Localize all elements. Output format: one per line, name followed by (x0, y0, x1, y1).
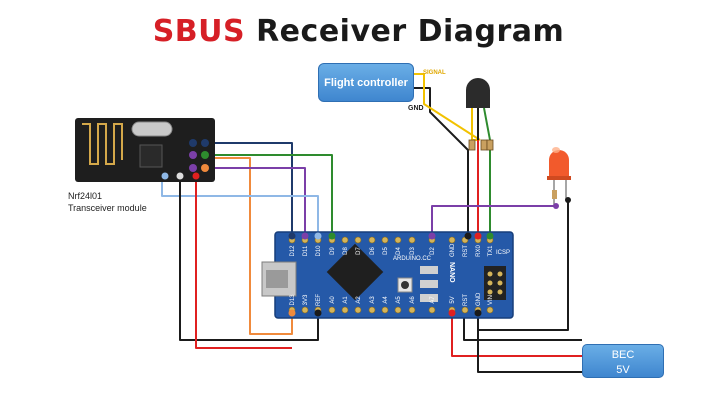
wire-nrf-orange (205, 157, 293, 335)
wire-bec-black-2 (463, 310, 582, 341)
arduino-pin-label: D9 (330, 247, 336, 255)
arduino-pin-label: A2 (356, 296, 362, 304)
wire-bec-red (451, 310, 582, 357)
arduino-pin-label: A5 (396, 296, 402, 304)
arduino-pin-label: RX0 (476, 245, 482, 257)
arduino-pin-label: A4 (383, 296, 389, 304)
transceiver-name: Nrf24l01 (68, 191, 103, 201)
arduino-pin-label: A0 (330, 296, 336, 304)
arduino-pin-label: RST (463, 245, 469, 257)
bec-voltage: 5V (616, 364, 630, 376)
wire-nrf-purple (190, 167, 306, 236)
arduino-pin-label: 3V3 (303, 294, 309, 306)
arduino-pin-label: D5 (383, 247, 389, 255)
wire-nrf-navy (205, 142, 293, 236)
transceiver-label: Nrf24l01 Transceiver module (68, 190, 147, 214)
wire-nrf-black (179, 178, 319, 341)
arduino-pin-label: A1 (343, 296, 349, 304)
arduino-pin-label: D13 (290, 294, 296, 306)
wire-nrf-lightblue (161, 178, 319, 236)
transceiver-desc: Transceiver module (68, 203, 147, 213)
arduino-pin-label: D6 (370, 247, 376, 255)
wire-nrf-red (195, 178, 292, 349)
icsp-header (484, 266, 506, 300)
arduino-pin-label: A7 (430, 296, 436, 304)
arduino-pin-label: D12 (290, 245, 296, 257)
gnd-wire-label: GND (408, 105, 424, 112)
arduino-pin-label: A3 (370, 296, 376, 304)
wire-nrf-green (205, 154, 333, 236)
wire-transistor-2 (483, 107, 491, 238)
nrf24l01-module (75, 118, 215, 182)
arduino-brand-label: ARDUINO.CC (393, 256, 432, 262)
wire-fc-signal (412, 73, 481, 141)
title-accent: SBUS (152, 14, 246, 49)
arduino-pin-label: 5V (450, 296, 456, 304)
icsp-label: ICSP (496, 250, 511, 256)
arduino-pin-label: REF (316, 294, 322, 306)
arduino-pin-label: D10 (316, 245, 322, 257)
diagram-title: SBUS Receiver Diagram (0, 14, 717, 49)
arduino-pin-label: VIN (488, 295, 494, 306)
arduino-pin-label: D11 (303, 245, 309, 257)
arduino-pin-label: D8 (343, 247, 349, 255)
arduino-nano (261, 231, 514, 319)
arduino-model-label: NANO (448, 262, 455, 283)
wire-bec-black (477, 310, 582, 373)
wire-led-purple (431, 205, 556, 236)
flight-controller-label: Flight controller (324, 76, 408, 89)
transistor (466, 78, 494, 151)
signal-wire-label: SIGNAL (423, 70, 446, 76)
arduino-pin-label: A6 (410, 296, 416, 304)
led (547, 147, 571, 209)
arduino-pin-label: GND (476, 292, 482, 306)
arduino-pin-label: TX1 (488, 245, 494, 257)
title-rest: Receiver Diagram (245, 14, 565, 49)
bec-box: BEC 5V (582, 344, 664, 378)
arduino-pin-label: RST (463, 294, 469, 306)
flight-controller-box: Flight controller (318, 63, 414, 102)
arduino-pin-label: D7 (356, 247, 362, 255)
arduino-pin-label: GND (450, 243, 456, 257)
wire-led-black (478, 200, 569, 331)
bec-label: BEC (611, 349, 635, 361)
